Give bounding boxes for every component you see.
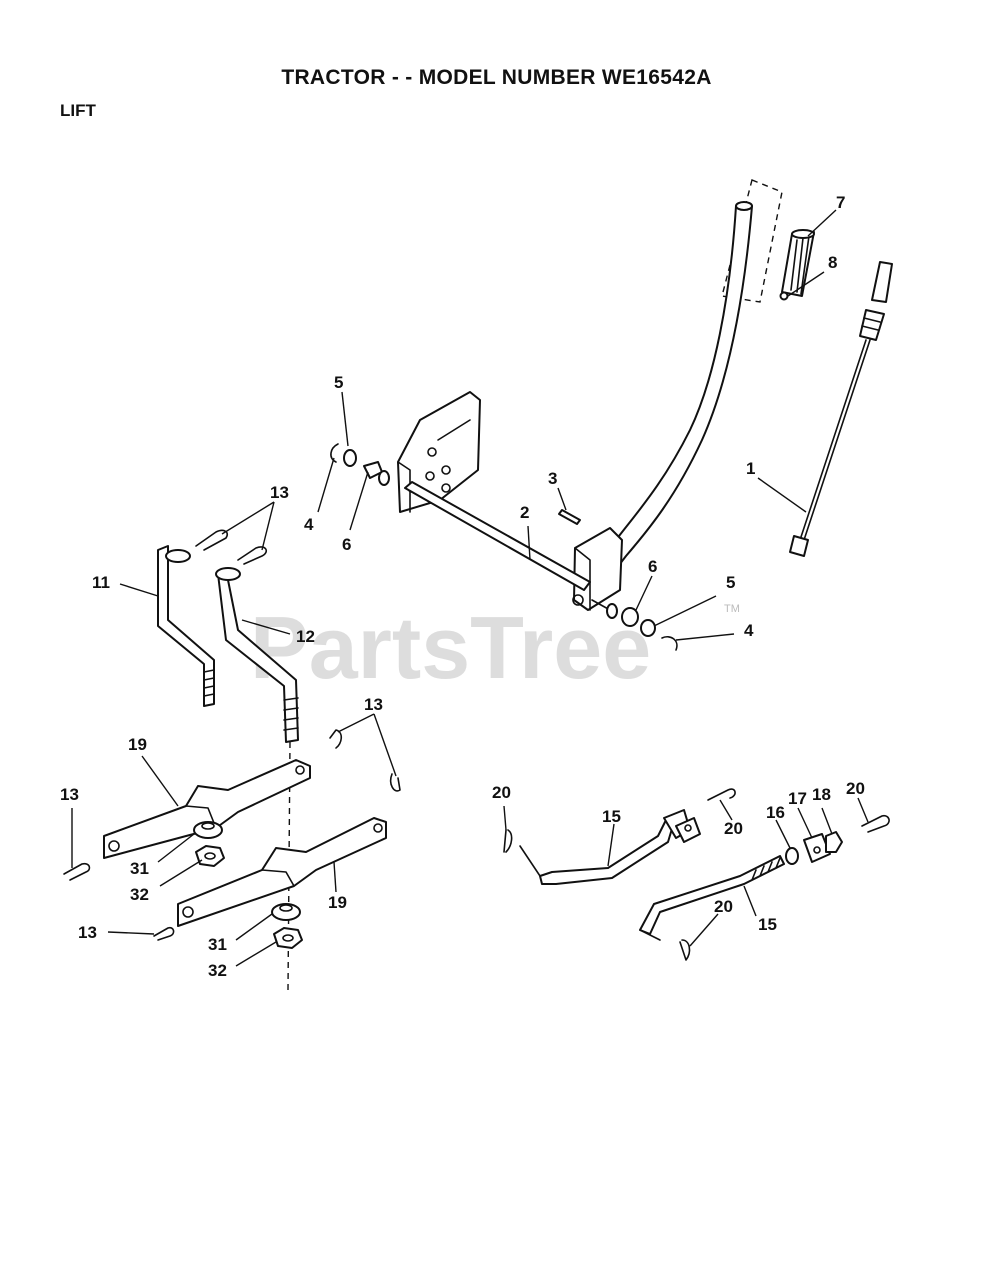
callout-20-left: 20 [492,783,511,802]
callout-19-lower: 19 [328,893,347,912]
lift-rod [789,261,893,557]
washer-right [640,619,656,637]
spring [779,291,789,301]
lift-rod-lower [639,855,785,941]
nut [825,831,843,853]
section-title: LIFT [60,101,96,120]
washer-left [343,449,357,467]
callout-5-right: 5 [726,573,735,592]
callout-16: 16 [766,803,785,822]
callout-18: 18 [812,785,831,804]
mounting-plate [397,391,481,513]
handle-grip [781,229,815,297]
page-title: TRACTOR - - MODEL NUMBER WE16542A [281,66,712,89]
callout-32-lower: 32 [208,961,227,980]
callout-31-lower: 31 [208,935,227,954]
hairpin-clip [63,529,401,941]
callout-20-bottom: 20 [714,897,733,916]
callout-5-left: 5 [334,373,343,392]
watermark-tm: TM [724,603,740,615]
callout-13-mid: 13 [364,695,383,714]
callout-1: 1 [746,459,755,478]
callout-6-right: 6 [648,557,657,576]
callout-2: 2 [520,503,529,522]
lift-rod-upper [519,809,701,885]
trunnion-upper [193,821,223,839]
callout-4-right: 4 [744,621,754,640]
callout-15-upper: 15 [602,807,621,826]
leader-lines [71,209,869,967]
callout-31-upper: 31 [130,859,149,878]
hairpin-clip-2 [503,788,890,961]
retaining-ring-right [661,635,678,651]
callout-20-right: 20 [846,779,865,798]
key [558,509,581,525]
callout-6-left: 6 [342,535,351,554]
callout-13-bottom: 13 [78,923,97,942]
callout-13-left: 13 [60,785,79,804]
callout-32-upper: 32 [130,885,149,904]
nut-lower [273,927,303,949]
callout-4-left: 4 [304,515,314,534]
lift-link [157,545,215,707]
callout-8: 8 [828,253,837,272]
callout-3: 3 [548,469,557,488]
bushing-right [621,607,639,627]
cross-shaft [404,481,618,619]
callout-labels: 7 8 1 5 4 6 3 2 6 5 4 13 11 12 13 19 13 … [60,193,865,980]
watermark: PartsTree [250,598,651,697]
nut-upper [195,845,225,867]
callout-12: 12 [296,627,315,646]
callout-19-upper: 19 [128,735,147,754]
lift-arm-upper [103,759,311,859]
washer [785,847,799,865]
bushing-left [363,461,390,486]
retaining-ring-left [330,443,339,463]
callout-7: 7 [836,193,845,212]
callout-11: 11 [92,573,110,592]
callout-13-top: 13 [270,483,289,502]
lift-link-2 [215,567,299,743]
callout-15-lower: 15 [758,915,777,934]
trunnion [803,833,831,863]
lift-lever [572,201,753,611]
callout-20-mid: 20 [724,819,743,838]
lift-arm-lower [177,817,387,927]
callout-17: 17 [788,789,807,808]
trunnion-lower [271,903,301,921]
